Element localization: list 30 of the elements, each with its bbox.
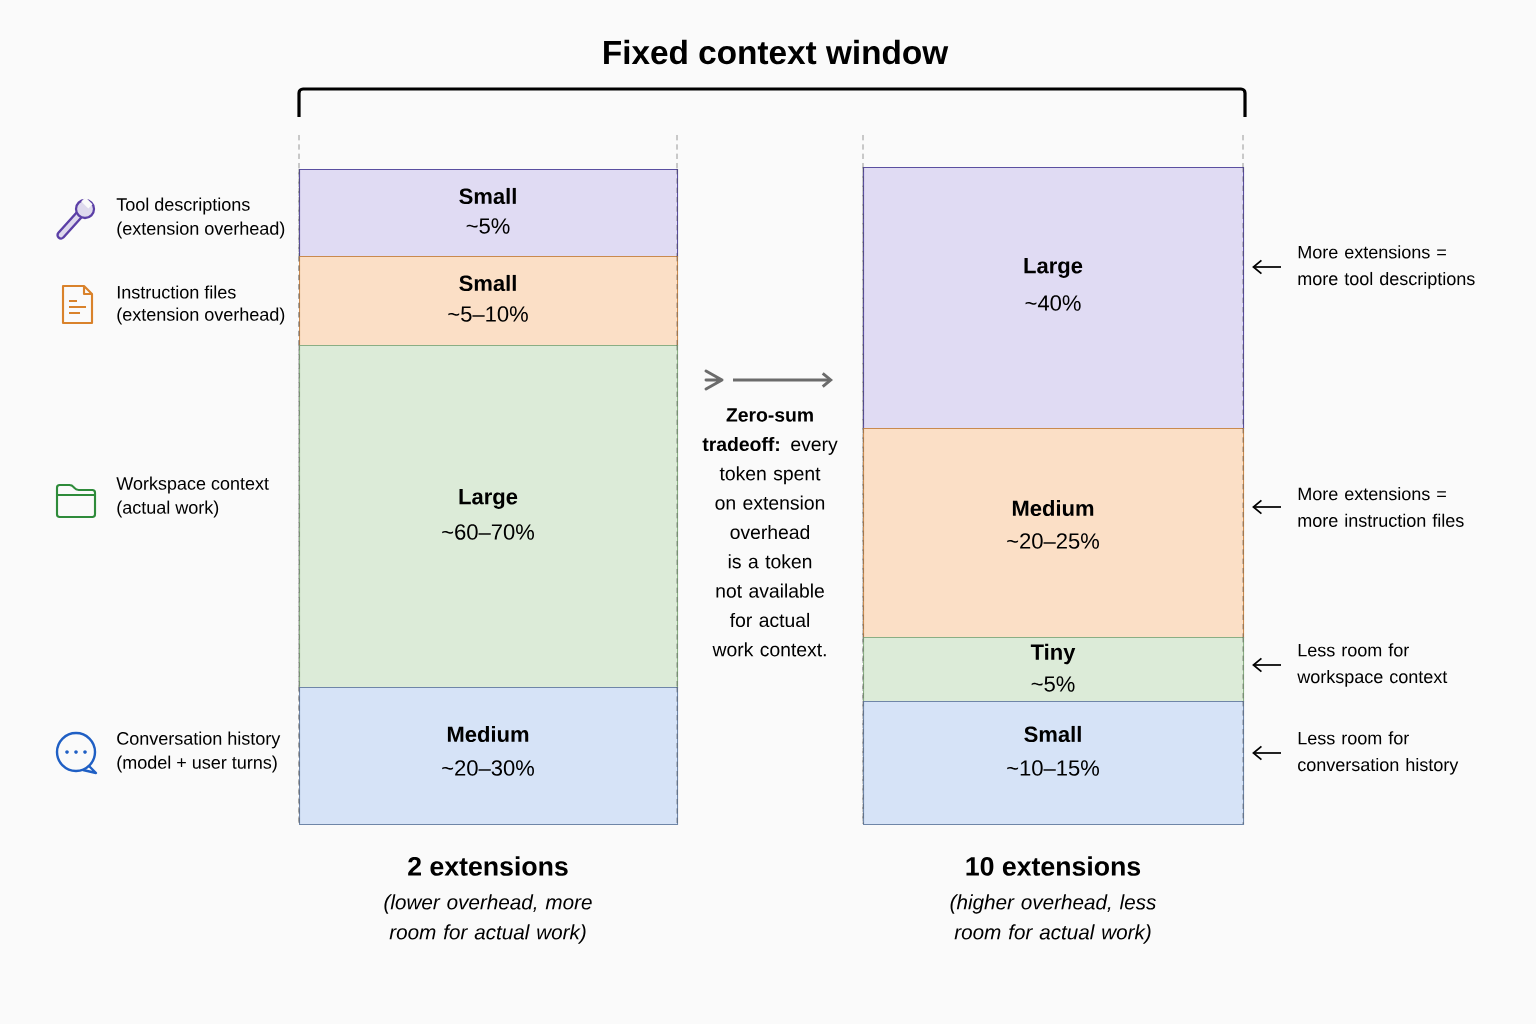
category-label: Workspace context: [116, 476, 269, 494]
annotation-text: Less room for conversation history: [1298, 731, 1459, 775]
segment-box: Small ~10–15%: [862, 700, 1245, 826]
category-label: Conversation history: [117, 731, 281, 749]
segment-box: Small ~5–10%: [298, 255, 679, 347]
arrow: [1252, 499, 1282, 515]
segment-box: Large ~40%: [862, 166, 1245, 430]
tradeoff-note: Zero-sum tradeoff: every token spent on extension overhead is a token not available for actual work context.: [702, 408, 838, 657]
category-note: (actual work): [117, 500, 219, 518]
segment-box: Medium ~20–30%: [298, 686, 679, 826]
category-label: Tool descriptions: [116, 197, 250, 215]
annotation-text: More extensions = more instruction files: [1298, 487, 1464, 527]
segment-box: Small ~5%: [298, 168, 679, 258]
arrow: [1252, 259, 1282, 275]
category-note: (extension overhead): [117, 221, 285, 239]
arrow: [1252, 745, 1282, 761]
title: Fixed context window: [604, 39, 949, 65]
category-note: (extension overhead): [117, 307, 285, 325]
column-caption: (higher overhead, less room for actual work): [950, 894, 1156, 944]
segment-box: Large ~60–70%: [298, 344, 679, 689]
column-caption: (lower overhead, more room for actual work): [384, 894, 592, 944]
column-heading: 2 extensions: [408, 856, 568, 876]
arrow: [1252, 657, 1282, 673]
annotation-text: More extensions = more tool descriptions: [1298, 245, 1475, 289]
segment-box: Medium ~20–25%: [862, 427, 1245, 639]
column-heading: 10 extensions: [966, 856, 1141, 876]
segment-box: Tiny ~5%: [862, 636, 1245, 703]
category-note: (model + user turns): [117, 755, 277, 773]
annotation-text: Less room for workspace context: [1297, 643, 1448, 687]
category-label: Instruction files: [117, 285, 236, 299]
